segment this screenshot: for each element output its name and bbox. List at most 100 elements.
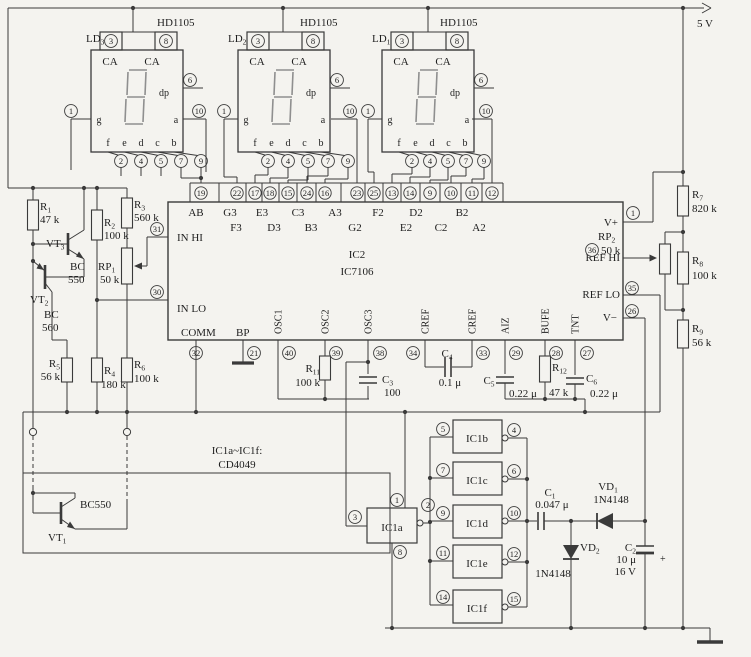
ic2-pin-label: V− (603, 312, 617, 324)
pin-number: 5 (441, 424, 445, 434)
junction-dot (322, 396, 328, 402)
pin-number: 28 (552, 348, 561, 358)
pin-number: 7 (441, 465, 445, 475)
ref-prefix: R (692, 323, 700, 335)
pin-circle (549, 346, 563, 360)
segment-letter: f (253, 138, 257, 149)
pin-number: 7 (326, 156, 330, 166)
pin-circle (580, 346, 594, 360)
pin-number: 35 (628, 283, 637, 293)
segment-glyph (417, 71, 420, 96)
component-value: 0.1 μ (439, 377, 462, 389)
pin-number: 29 (512, 348, 521, 358)
component-value: 47 k (40, 214, 60, 226)
ref-subscript: 6 (593, 378, 597, 387)
ref-prefix: VT (46, 238, 61, 250)
ref-prefix: RP (598, 231, 611, 243)
pin-circle (423, 186, 437, 200)
resistor-body (26, 199, 40, 231)
pin-circle (361, 104, 375, 118)
pin-circle (436, 590, 450, 604)
inverter-bubble (501, 558, 509, 566)
potentiometer-body (658, 243, 672, 275)
pin-circle (507, 592, 521, 606)
segment-glyph (142, 98, 145, 123)
component-value: 56 k (692, 337, 712, 349)
dp-label: dp (159, 88, 169, 99)
ref-subscript: 9 (699, 328, 703, 337)
pin-number: 33 (479, 348, 488, 358)
diode-triangle (563, 545, 579, 559)
ic2-pin-label: OSC1 (274, 310, 285, 334)
pin-circle (507, 464, 521, 478)
pin-number: 25 (370, 188, 379, 198)
pin-number: 40 (285, 348, 294, 358)
ref-subscript: 2 (611, 236, 615, 245)
pin-number: 9 (199, 156, 203, 166)
ref-subscript: 1 (47, 206, 51, 215)
ref-prefix: R (134, 199, 142, 211)
junction-dot (30, 258, 36, 264)
segment-glyph (291, 71, 294, 96)
component-ref: C4 (441, 348, 452, 362)
segment-glyph (273, 71, 276, 96)
display-part-number: HD1105 (300, 17, 338, 29)
component-ref: R3 (134, 199, 145, 213)
pin-number: 4 (286, 156, 291, 166)
inverter-bubble (416, 519, 424, 527)
pin-number: 15 (510, 594, 519, 604)
pin-number: 4 (139, 156, 144, 166)
pin-number: 6 (335, 75, 339, 85)
ic2-seg-label: E3 (256, 207, 269, 219)
pin-number: 30 (153, 287, 162, 297)
ref-subscript: 7 (699, 194, 703, 203)
ic2-seg-label: F3 (230, 222, 242, 234)
inverter-bubble (501, 434, 509, 442)
resistor-body (676, 251, 690, 285)
segment-letter: c (302, 138, 307, 149)
resistor-body (90, 209, 104, 241)
pin-number: 3 (256, 36, 260, 46)
junction-dot (680, 625, 686, 631)
component-value: 47 k (549, 387, 569, 399)
ic2-seg-label: F2 (372, 207, 384, 219)
ref-prefix: C (382, 374, 389, 386)
pin-circle (625, 304, 639, 318)
pin-number: 8 (455, 36, 459, 46)
pin-number: 39 (332, 348, 341, 358)
ic2-pin-label: IN LO (177, 303, 206, 315)
component-value: 50 k (601, 245, 621, 257)
ref-prefix: C (586, 373, 593, 385)
pin-number: 21 (250, 348, 259, 358)
inverter-name: IC1b (466, 433, 489, 445)
transistor-ref: VT1 (48, 532, 67, 546)
supply-label: 5 V (697, 18, 713, 30)
ref-subscript: 8 (699, 260, 703, 269)
ic2-pin-label: BUFE (541, 308, 552, 334)
inverter-bubble (501, 475, 509, 483)
junction-dot (427, 475, 433, 481)
diode-triangle (597, 513, 613, 529)
pin-circle (217, 104, 231, 118)
pin-number: 22 (233, 188, 242, 198)
pin-circle (183, 73, 197, 87)
pin-circle (436, 463, 450, 477)
pin-circle (421, 498, 435, 512)
component-ref: C5 (483, 375, 494, 389)
pin-number: 1 (631, 208, 635, 218)
pin-circle (350, 186, 364, 200)
junction-dot (198, 175, 204, 181)
inverter-bubble (501, 603, 509, 611)
ref-subscript: 3 (141, 204, 145, 213)
segment-letter: g (388, 115, 393, 126)
segment-letter: c (155, 138, 160, 149)
pin-circle (348, 510, 362, 524)
seven-segment-display (381, 49, 475, 153)
ref-prefix: R (104, 365, 112, 377)
ref-prefix: VT (48, 532, 63, 544)
ref-prefix: LD (86, 33, 101, 45)
supply-arrow (701, 2, 712, 9)
pin-number: 24 (303, 188, 312, 198)
ref-prefix: R (552, 362, 560, 374)
segment-wire (157, 151, 182, 157)
